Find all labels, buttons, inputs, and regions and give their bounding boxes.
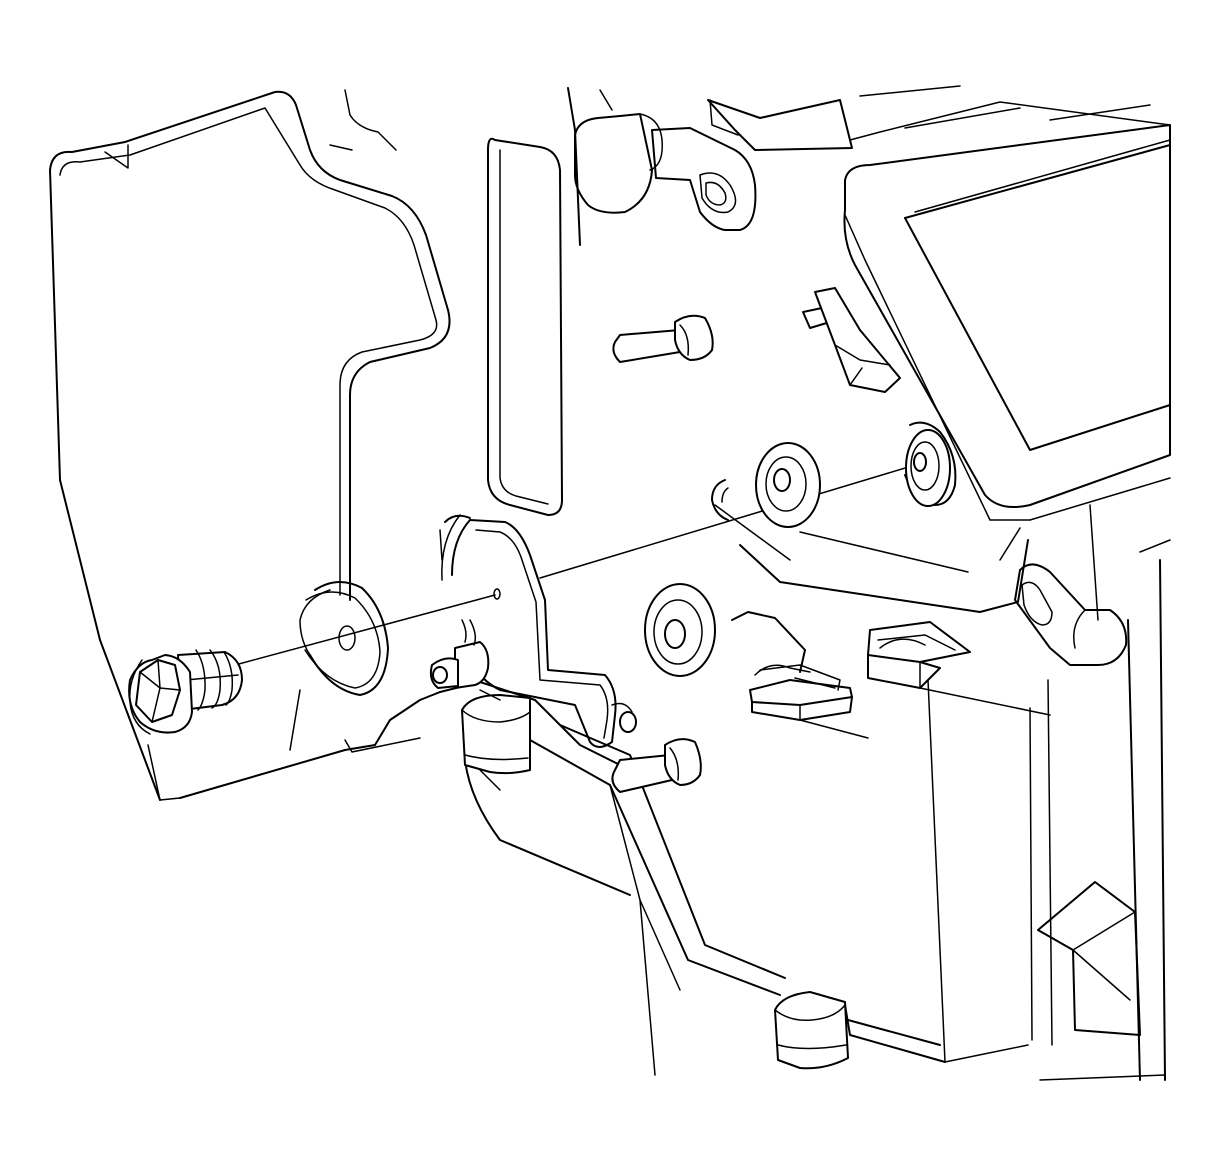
hex-bolt-icon (128, 649, 243, 735)
bushing-icon (644, 421, 957, 677)
ring-seal-icon (299, 581, 389, 696)
spring-clip-icon (731, 611, 1051, 739)
assembly-axis-lines (234, 461, 926, 666)
stud-icon (611, 287, 901, 793)
bracket-ear (1014, 563, 1128, 666)
standoff-blocks (461, 694, 849, 1070)
heater-case-left-panel (49, 89, 451, 801)
heater-case-main-housing (487, 85, 1171, 1081)
lever-link-icon (429, 514, 637, 748)
